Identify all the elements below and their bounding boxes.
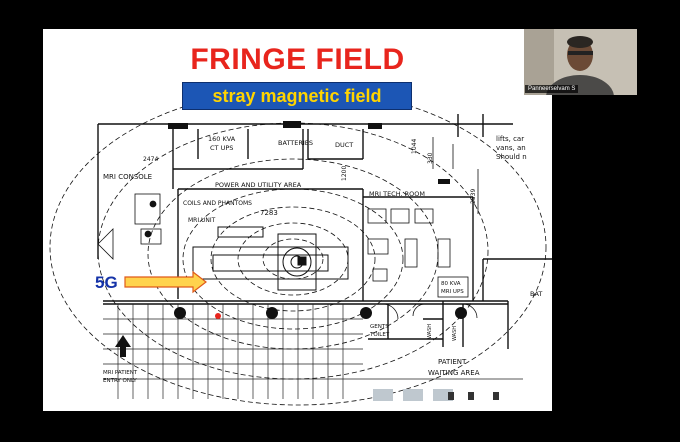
- participant-video-tile[interactable]: Panneerselvam S: [524, 29, 637, 95]
- plan-label-note-2: vans, an: [496, 144, 526, 152]
- annotation-5g-label: 5G: [95, 273, 118, 292]
- slide-title: FRINGE FIELD: [190, 43, 405, 76]
- plan-label-kva-mri-ups-1: 80 KVA: [441, 281, 461, 287]
- bottom-black-bar: [0, 411, 680, 442]
- plan-label-1200: 1200: [341, 166, 348, 181]
- plan-label-coils-phantoms: COILS AND PHANTOMS: [183, 200, 252, 207]
- plan-label-wash-1: WASH: [427, 324, 433, 339]
- plan-label-note-3: Should n: [496, 153, 527, 161]
- plan-label-wash-2: WASH: [452, 326, 458, 341]
- plan-label-mri-tech-room: MRI TECH. ROOM: [369, 190, 425, 198]
- plan-label-bat: BAT: [530, 290, 542, 298]
- plan-label-patient-waiting-1: PATIENT: [438, 358, 467, 366]
- plan-label-mri-patient-entry-1: MRI PATIENT: [103, 370, 138, 376]
- plan-label-duct: DUCT: [335, 141, 353, 149]
- plan-label-1044: 1044: [411, 139, 418, 154]
- plan-label-mri-console: MRI CONSOLE: [103, 173, 152, 181]
- plan-label-330: 330: [427, 152, 434, 164]
- plan-label-kva-mri-ups-2: MRI UPS: [441, 289, 464, 295]
- plan-label-kva-ct-ups-1: 160 KVA: [208, 135, 236, 143]
- plan-label-2474: 2474: [143, 156, 158, 163]
- participant-name-tag: Panneerselvam S: [525, 85, 579, 93]
- plan-label-mri-unit: MRI UNIT: [188, 217, 216, 224]
- plan-label-kva-ct-ups-2: CT UPS: [210, 144, 233, 152]
- floor-plan-drawing: MRI CONSOLE 160 KVA CT UPS BATTERIES DUC…: [49, 88, 552, 406]
- plan-label-batteries: BATTERIES: [278, 139, 313, 147]
- plan-label-7283: 7283: [260, 209, 278, 217]
- slide-subtitle: stray magnetic field: [182, 82, 412, 110]
- plan-label-patient-waiting-2: WAITING AREA: [428, 369, 480, 377]
- participant-avatar: [524, 29, 637, 95]
- top-black-bar: [0, 0, 680, 29]
- plan-label-power-utility: POWER AND UTILITY AREA: [215, 181, 302, 189]
- plan-label-mri-patient-entry-2: ENTRY ONLY: [103, 378, 137, 384]
- plan-label-note-1: lifts, car: [496, 135, 524, 143]
- plan-label-2539: 2539: [470, 189, 477, 204]
- presentation-slide: MRI CONSOLE 160 KVA CT UPS BATTERIES DUC…: [43, 29, 552, 411]
- plan-label-gents-1: GENTS: [370, 324, 389, 330]
- plan-label-gents-2: TOILET: [369, 332, 390, 338]
